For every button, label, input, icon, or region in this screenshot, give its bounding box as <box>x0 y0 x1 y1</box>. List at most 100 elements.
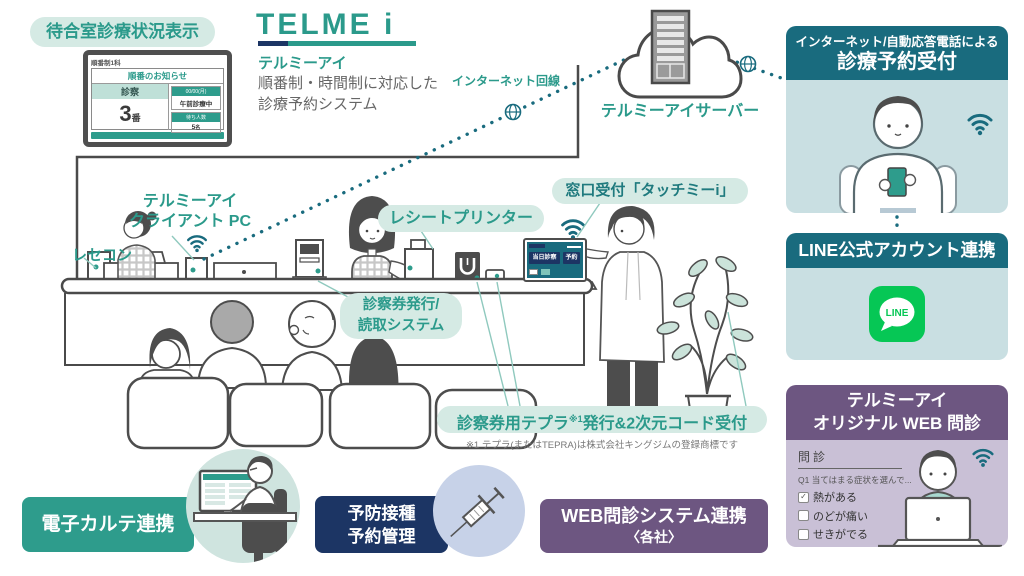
tepra-device <box>455 252 480 281</box>
tablet-screen-header <box>529 244 545 248</box>
exam-number-panel: 診察 3番 <box>92 84 169 130</box>
checkbox-icon <box>798 528 809 540</box>
monshin-option-label: のどが痛い <box>813 510 868 523</box>
vaccine-label-line1: 予防接種 <box>347 504 416 523</box>
waiting-chairs <box>126 376 538 450</box>
monshin-option: ✓ 熱がある <box>798 489 918 505</box>
tepra-label-rest: 発行&2次元コード受付 <box>582 415 748 433</box>
syringe-illustration <box>433 465 525 557</box>
card-system-label-line1: 診察券発行/ <box>362 297 440 313</box>
window-reception-label: 窓口受付「タッチミーi」 <box>552 178 748 204</box>
waiting-number: 5 <box>191 123 196 131</box>
tablet-screen-square1 <box>529 269 538 275</box>
monshin-option: のどが痛い <box>798 508 918 524</box>
telmei-logo: TELME i <box>256 8 396 41</box>
line-panel-body: LINE <box>786 268 1008 360</box>
waiting-room-status-monitor: 順番制1科 順番のお知らせ 診察 3番 00/00(月) 午前診療中 待ち人数 … <box>83 50 232 147</box>
reservation-header-small: インターネット/自動応答電話による <box>795 35 999 49</box>
monshin-form: 問診 Q1 当てはまる症状を選んで... ✓ 熱がある のどが痛い せきがでる <box>798 448 918 545</box>
client-pc-label: テルミーアイ クライアント PC <box>118 192 262 232</box>
waiting-patients-illustration <box>126 300 538 450</box>
label-pointer-lines <box>83 202 747 407</box>
receipt-printer-label: レシートプリンター <box>378 205 544 232</box>
plant-illustration <box>656 255 754 430</box>
reservation-header-main: 診療予約受付 <box>837 51 957 73</box>
exam-label: 診察 <box>92 84 168 99</box>
tablet-button-reserve: 予約 <box>563 252 580 264</box>
internet-line-label: インターネット回線 <box>452 74 561 88</box>
wall-lines <box>75 65 580 282</box>
monitor-corner-label: 順番制1科 <box>91 60 121 67</box>
monshin-option-label: せきがでる <box>813 529 868 541</box>
monshin-form-title: 問診 <box>798 448 902 469</box>
monitor-title: 順番のお知らせ <box>92 69 223 84</box>
web-monshin-link-box: WEB問診システム連携 〈各社〉 <box>540 499 768 553</box>
checkbox-checked-icon: ✓ <box>798 491 809 503</box>
waiting-room-display-label: 待合室診療状況表示 <box>30 17 215 47</box>
globe-icon <box>739 55 757 73</box>
card-issue-reader-device <box>292 239 327 283</box>
session-panel: 00/00(月) 午前診療中 <box>170 86 221 110</box>
karte-link-box: 電子カルテ連携 <box>22 497 194 552</box>
emr-doctor-illustration <box>186 449 300 563</box>
reservation-panel-body <box>786 80 1008 213</box>
globe-icon <box>504 103 522 121</box>
web-monshin-header-line1: テルミーアイ <box>846 391 948 410</box>
server-label: テルミーアイサーバー <box>600 103 760 120</box>
patient-at-tablet-illustration <box>572 206 665 426</box>
reservation-panel: インターネット/自動応答電話による 診療予約受付 <box>786 26 1008 213</box>
tepra-footnote: ※1 テプラ(またはTEPRA)は株式会社キングジムの登録商標です <box>465 440 739 451</box>
monshin-option-label: 熱がある <box>813 492 857 504</box>
web-link-line1: WEB問診システム連携 <box>561 506 747 526</box>
vaccine-reservation-box: 予防接種 予約管理 <box>315 496 448 553</box>
web-monshin-body: 問診 Q1 当てはまる症状を選んで... ✓ 熱がある のどが痛い せきがでる <box>786 440 1008 547</box>
logo-tagline: 順番制・時間制に対応した 診療予約システム <box>258 73 438 115</box>
monshin-option: せきがでる <box>798 526 918 542</box>
waiting-suffix: 名 <box>195 124 201 131</box>
cloud-server-illustration <box>617 9 743 99</box>
wifi-icon <box>972 448 994 467</box>
client-pc-label-line1: テルミーアイ <box>142 193 238 210</box>
seated-receptionist-illustration <box>117 211 157 282</box>
line-panel-header: LINE公式アカウント連携 <box>786 233 1008 268</box>
internet-dotted-lines <box>202 48 899 261</box>
logo-kana: テルミーアイ <box>258 55 347 72</box>
patient-2 <box>196 300 268 389</box>
svg-text:LINE: LINE <box>886 308 909 319</box>
monitor-bottom-bar <box>91 132 224 139</box>
person-at-laptop-illustration <box>878 448 1002 547</box>
patient-1 <box>138 328 196 383</box>
tagline-line1: 順番制・時間制に対応した <box>258 75 439 92</box>
web-monshin-panel: テルミーアイ オリジナル WEB 問診 問診 Q1 当てはまる症状を選んで...… <box>786 385 1008 547</box>
logo-underline-bar <box>258 41 416 46</box>
wifi-icon <box>967 113 993 136</box>
client-pc-label-line2: クライアント PC <box>128 213 252 230</box>
receipt-printer-device <box>404 239 434 281</box>
checkbox-icon <box>798 510 809 521</box>
tablet-screen-square2 <box>541 269 550 275</box>
line-panel: LINE公式アカウント連携 LINE <box>786 233 1008 360</box>
touchme-i-tablet: 当日診察 予約 <box>523 238 587 282</box>
tepra-label-main: 診察券用テプラ <box>456 415 569 433</box>
person-with-phone-illustration <box>839 96 993 213</box>
exam-number: 3 <box>119 101 132 126</box>
card-system-label-line2: 読取システム <box>357 318 445 334</box>
card-system-label: 診察券発行/ 読取システム <box>340 293 462 339</box>
waiting-label: 待ち人数 <box>171 113 220 122</box>
monitor-notice-box: 順番のお知らせ 診察 3番 00/00(月) 午前診療中 待ち人数 5名 <box>91 68 224 133</box>
tagline-line2: 診療予約システム <box>258 96 378 113</box>
vaccine-label-line2: 予約管理 <box>347 527 416 546</box>
monshin-question: Q1 当てはまる症状を選んで... <box>798 475 912 485</box>
date-label: 00/00(月) <box>171 87 220 96</box>
web-link-line2: 〈各社〉 <box>626 529 682 545</box>
tablet-button-same-day: 当日診察 <box>529 252 560 264</box>
tablet-screen: 当日診察 予約 <box>527 242 583 278</box>
exam-suffix: 番 <box>131 113 141 123</box>
wifi-icon <box>561 219 585 240</box>
waiting-count-panel: 待ち人数 5名 <box>170 112 221 133</box>
tablet-screen-line <box>567 246 581 248</box>
patient-3 <box>280 300 344 391</box>
tepra-issue-label: 診察券用テプラ※1発行&2次元コード受付 <box>437 406 767 433</box>
